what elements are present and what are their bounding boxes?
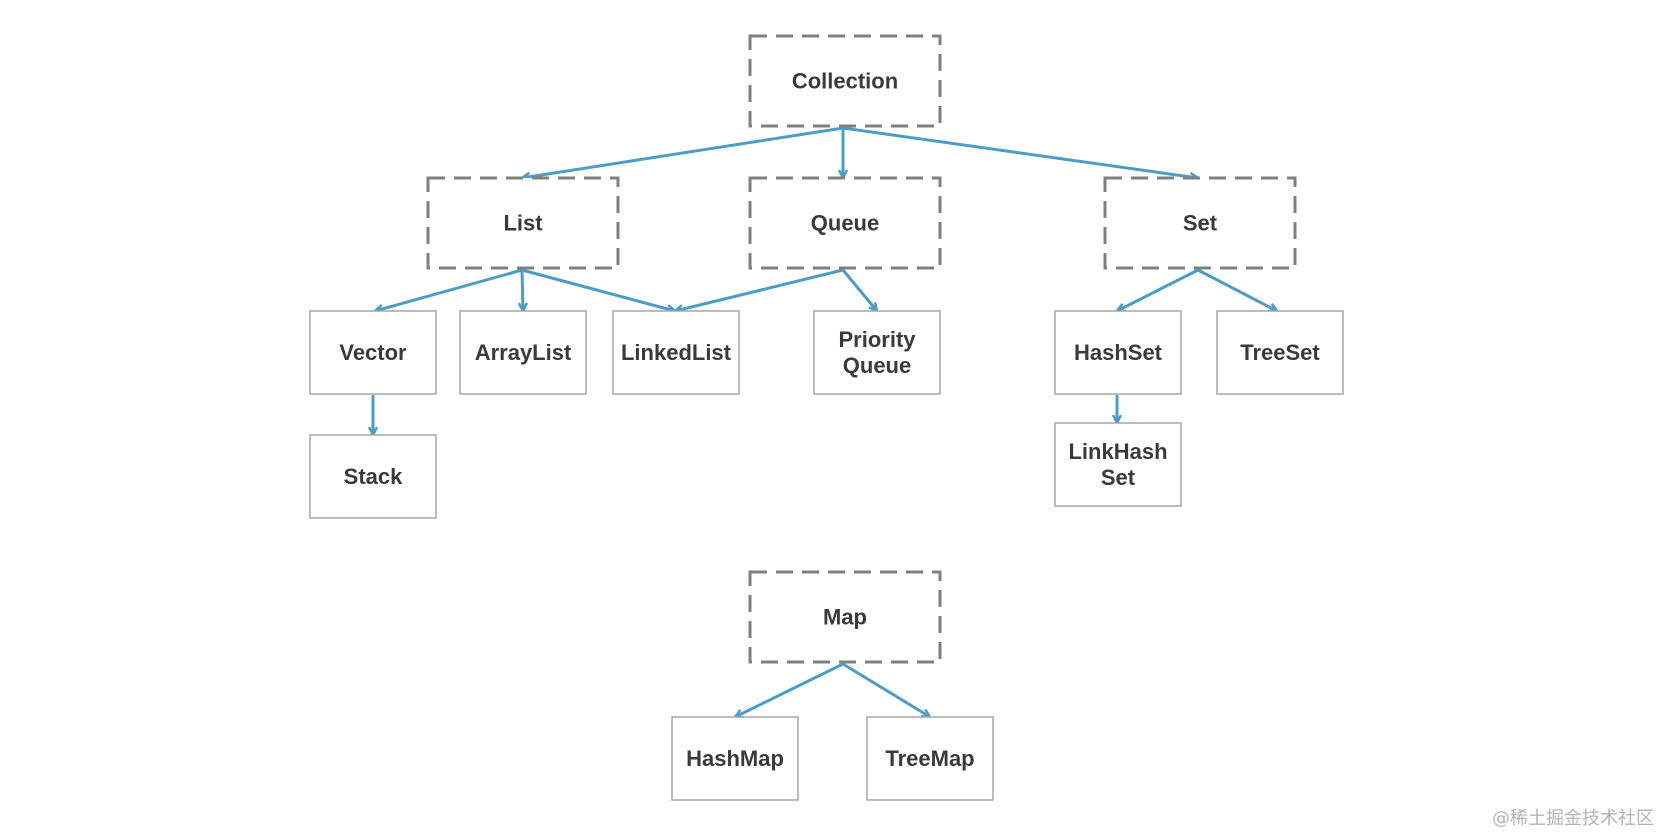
node-label: Collection [792, 69, 898, 94]
node-label: Map [823, 605, 867, 630]
node-label: TreeSet [1240, 340, 1320, 365]
edge-set-to-hashset [1117, 268, 1199, 313]
node-label: Queue [843, 353, 911, 378]
node-map: Map [748, 570, 942, 664]
node-label: LinkedList [621, 340, 732, 365]
class-box [1216, 310, 1344, 395]
node-stack: Stack [309, 434, 437, 519]
interface-box [748, 34, 942, 128]
edge-queue-to-linkedlist [675, 268, 844, 311]
node-hashmap: HashMap [671, 716, 799, 801]
class-box [309, 434, 437, 519]
node-treeset: TreeSet [1216, 310, 1344, 395]
edge-map-to-hashmap [735, 662, 844, 719]
node-vector: Vector [309, 310, 437, 395]
node-linkedlist: LinkedList [612, 310, 740, 395]
edge-collection-to-list [522, 126, 844, 178]
node-set: Set [1103, 176, 1297, 270]
class-box [1054, 422, 1182, 507]
node-label: Queue [811, 211, 879, 236]
interface-box [1103, 176, 1297, 270]
class-box [612, 310, 740, 395]
class-box [813, 310, 941, 395]
node-label: List [503, 211, 543, 236]
node-label: ArrayList [475, 340, 572, 365]
node-label: Set [1101, 465, 1136, 490]
node-label: Priority [838, 327, 916, 352]
edge-list-to-arraylist [522, 269, 523, 311]
class-box [866, 716, 994, 801]
node-arraylist: ArrayList [459, 310, 587, 395]
node-label: Set [1183, 211, 1218, 236]
interface-box [748, 176, 942, 270]
node-collection: Collection [748, 34, 942, 128]
node-treemap: TreeMap [866, 716, 994, 801]
node-label: HashMap [686, 746, 784, 771]
edge-map-to-treemap [842, 662, 930, 717]
edges-layer [373, 126, 1277, 719]
node-label: HashSet [1074, 340, 1163, 365]
node-label: Stack [344, 464, 403, 489]
edge-list-to-linkedlist [521, 268, 675, 311]
node-label: LinkHash [1068, 439, 1167, 464]
node-queue: Queue [748, 176, 942, 270]
class-box [459, 310, 587, 395]
node-hashset: HashSet [1054, 310, 1182, 395]
edge-queue-to-priorityqueue [841, 269, 877, 311]
edge-list-to-vector [375, 268, 523, 311]
node-list: List [426, 176, 620, 270]
node-label: Vector [339, 340, 407, 365]
class-box [1054, 310, 1182, 395]
interface-box [748, 570, 942, 664]
edge-set-to-treeset [1197, 268, 1277, 313]
node-label: TreeMap [885, 746, 974, 771]
class-box [309, 310, 437, 395]
class-box [671, 716, 799, 801]
watermark: @稀土掘金技术社区 [1492, 808, 1654, 829]
interface-box [426, 176, 620, 270]
edge-collection-to-set [842, 126, 1198, 178]
